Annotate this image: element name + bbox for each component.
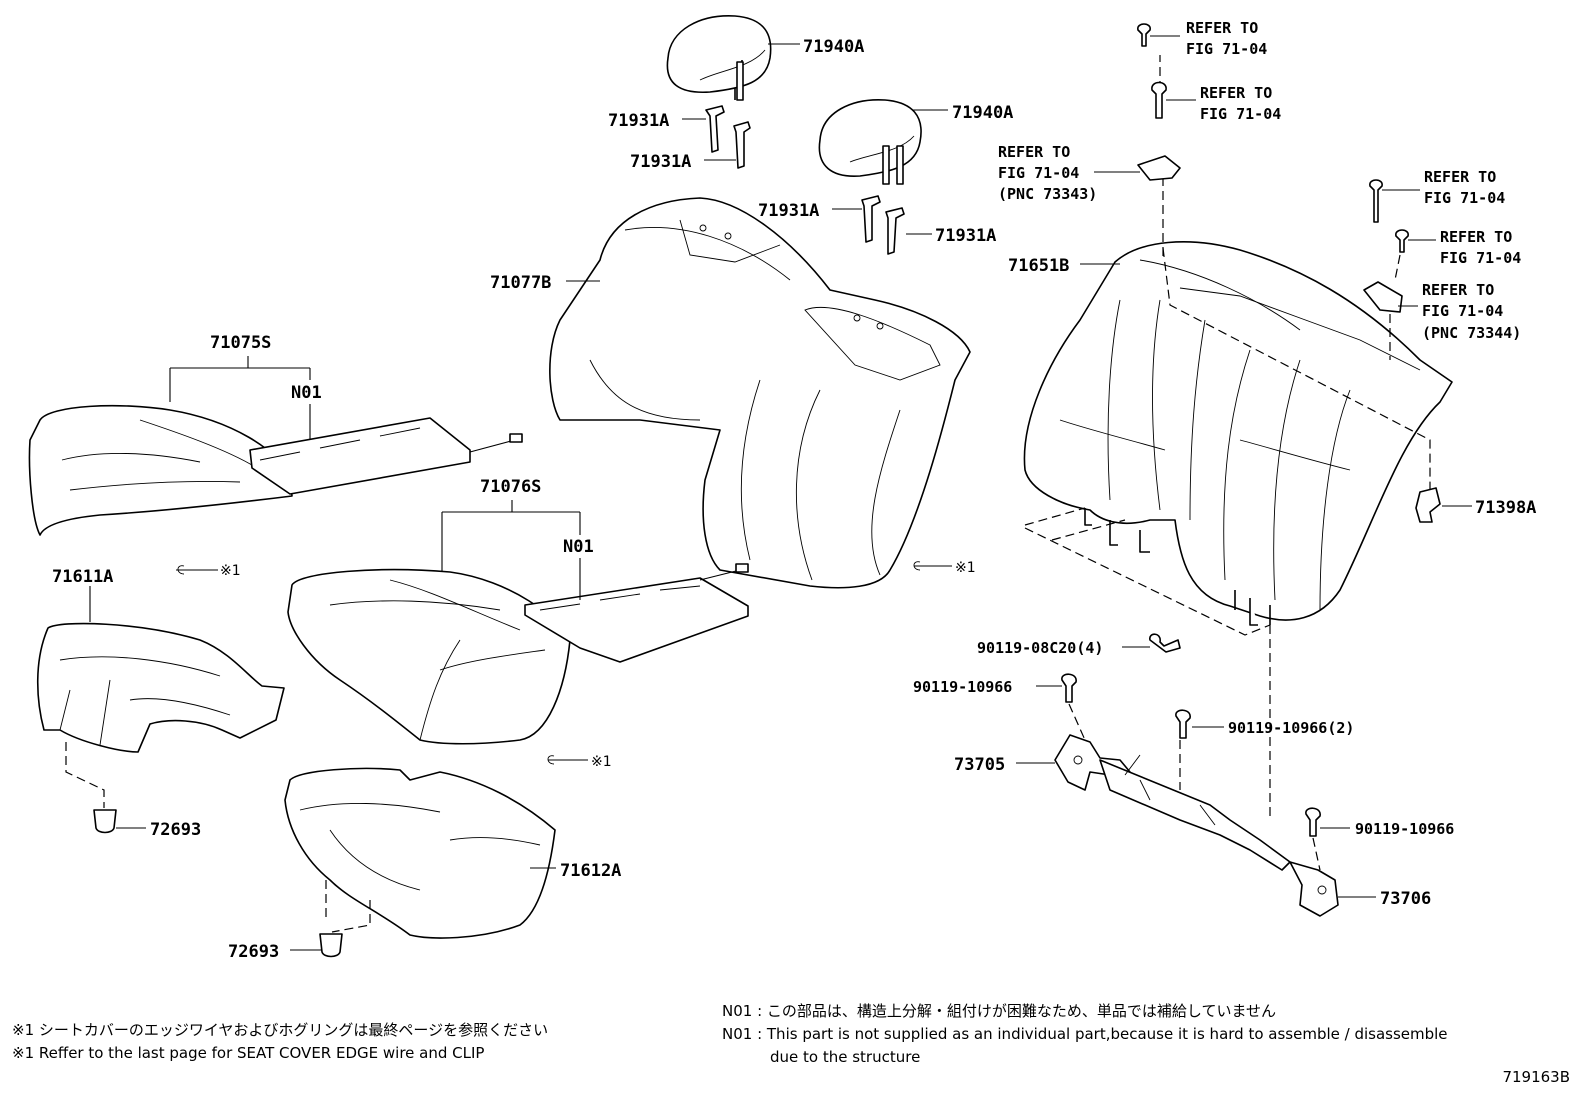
bolt-10966-b[interactable] [1175, 709, 1191, 739]
cushion-cover-left[interactable] [28, 404, 293, 536]
ref-4-line2[interactable]: FIG 71-04 [1424, 189, 1505, 207]
pad-right[interactable] [284, 767, 556, 939]
seat-back-cover[interactable] [549, 197, 971, 589]
ref-3-line2[interactable]: FIG 71-04 [998, 164, 1079, 182]
ref-6-line1[interactable]: REFER TO [1422, 281, 1494, 299]
bolt-08c20[interactable] [1149, 633, 1181, 653]
label-72693-upper[interactable]: 72693 [150, 820, 201, 840]
bracket-top-right[interactable] [1363, 281, 1403, 313]
label-bolt-10966-a[interactable]: 90119-10966 [913, 678, 1012, 696]
label-71931a-3[interactable]: 71931A [758, 201, 819, 221]
headrest-right[interactable] [818, 99, 922, 185]
ref-3-line1[interactable]: REFER TO [998, 143, 1070, 161]
label-71931a-4[interactable]: 71931A [935, 226, 996, 246]
drawing-number: 719163B [1502, 1068, 1570, 1086]
mark-ref-left: ※1 [220, 563, 241, 579]
label-73706[interactable]: 73706 [1380, 889, 1431, 909]
hinge-73706[interactable] [1289, 861, 1339, 917]
footnote-left-en: ※1 Reffer to the last page for SEAT COVE… [12, 1044, 485, 1062]
ref-1-line1[interactable]: REFER TO [1186, 19, 1258, 37]
bolt-top-3[interactable] [1369, 179, 1383, 223]
label-73705[interactable]: 73705 [954, 755, 1005, 775]
label-n01-right[interactable]: N01 [563, 537, 594, 557]
support-1[interactable] [705, 105, 725, 153]
ref-3-line3[interactable]: (PNC 73343) [998, 185, 1097, 203]
support-3[interactable] [861, 195, 881, 243]
pad-left[interactable] [36, 622, 285, 753]
label-71611a[interactable]: 71611A [52, 567, 113, 587]
label-71940a-right[interactable]: 71940A [952, 103, 1013, 123]
hog-ring-icon [177, 565, 185, 575]
ref-5-line2[interactable]: FIG 71-04 [1440, 249, 1521, 267]
bolt-10966-a[interactable] [1061, 673, 1077, 703]
leader-lines [89, 35, 1472, 951]
label-72693-lower[interactable]: 72693 [228, 942, 279, 962]
headrest-left[interactable] [666, 15, 772, 101]
label-71931a-1[interactable]: 71931A [608, 111, 669, 131]
cushion-cover-right[interactable] [287, 568, 571, 745]
bolt-10966-c[interactable] [1305, 807, 1321, 837]
label-n01-left[interactable]: N01 [291, 383, 322, 403]
hinge-73705[interactable] [1054, 734, 1291, 871]
ref-1-line2[interactable]: FIG 71-04 [1186, 40, 1267, 58]
mark-ref-back: ※1 [955, 560, 976, 576]
ref-2-line2[interactable]: FIG 71-04 [1200, 105, 1281, 123]
bolt-top-4[interactable] [1395, 229, 1409, 253]
footnote-left: ※1 シートカバーのエッジワイヤおよびホグリングは最終ページを参照ください ※1… [12, 1019, 548, 1065]
label-bolt-10966-b[interactable]: 90119-10966(2) [1228, 719, 1354, 737]
label-bolt-10966-c[interactable]: 90119-10966 [1355, 820, 1454, 838]
frame-wire-left[interactable] [249, 417, 523, 495]
label-bolt-08c20[interactable]: 90119-08C20(4) [977, 639, 1103, 657]
frame-wire-right[interactable] [524, 563, 749, 663]
clip-upper[interactable] [93, 809, 117, 834]
support-2[interactable] [733, 121, 751, 169]
label-71612a[interactable]: 71612A [560, 861, 621, 881]
seat-back-frame[interactable] [1023, 241, 1453, 621]
clip-lower[interactable] [319, 933, 343, 958]
ref-2-line1[interactable]: REFER TO [1200, 84, 1272, 102]
bolt-top-2[interactable] [1151, 81, 1167, 119]
ref-6-line2[interactable]: FIG 71-04 [1422, 302, 1503, 320]
bracket-top-left[interactable] [1137, 155, 1181, 181]
footnote-right-en: N01 : This part is not supplied as an in… [722, 1025, 1448, 1043]
label-71931a-2[interactable]: 71931A [630, 152, 691, 172]
hog-ring-icon [547, 755, 555, 765]
mark-ref-pad: ※1 [591, 754, 612, 770]
label-71398a[interactable]: 71398A [1475, 498, 1536, 518]
ref-6-line3[interactable]: (PNC 73344) [1422, 324, 1521, 342]
bolt-top-1[interactable] [1137, 23, 1151, 47]
footnote-right-en-cont: due to the structure [770, 1048, 921, 1066]
footnote-right: N01 : この部品は、構造上分解・組付けが困難なため、単品では補給していません… [722, 1000, 1448, 1069]
label-71076s[interactable]: 71076S [480, 477, 541, 497]
label-71077b[interactable]: 71077B [490, 273, 551, 293]
hog-ring-icon [913, 561, 921, 571]
label-71940a-left[interactable]: 71940A [803, 37, 864, 57]
ref-5-line1[interactable]: REFER TO [1440, 228, 1512, 246]
footnote-right-ja: N01 : この部品は、構造上分解・組付けが困難なため、単品では補給していません [722, 1002, 1277, 1020]
footnote-left-ja: ※1 シートカバーのエッジワイヤおよびホグリングは最終ページを参照ください [12, 1021, 549, 1039]
ref-4-line1[interactable]: REFER TO [1424, 168, 1496, 186]
bracket-71398a[interactable] [1415, 487, 1441, 523]
support-4[interactable] [885, 207, 905, 255]
label-71651b[interactable]: 71651B [1008, 256, 1069, 276]
label-71075s[interactable]: 71075S [210, 333, 271, 353]
